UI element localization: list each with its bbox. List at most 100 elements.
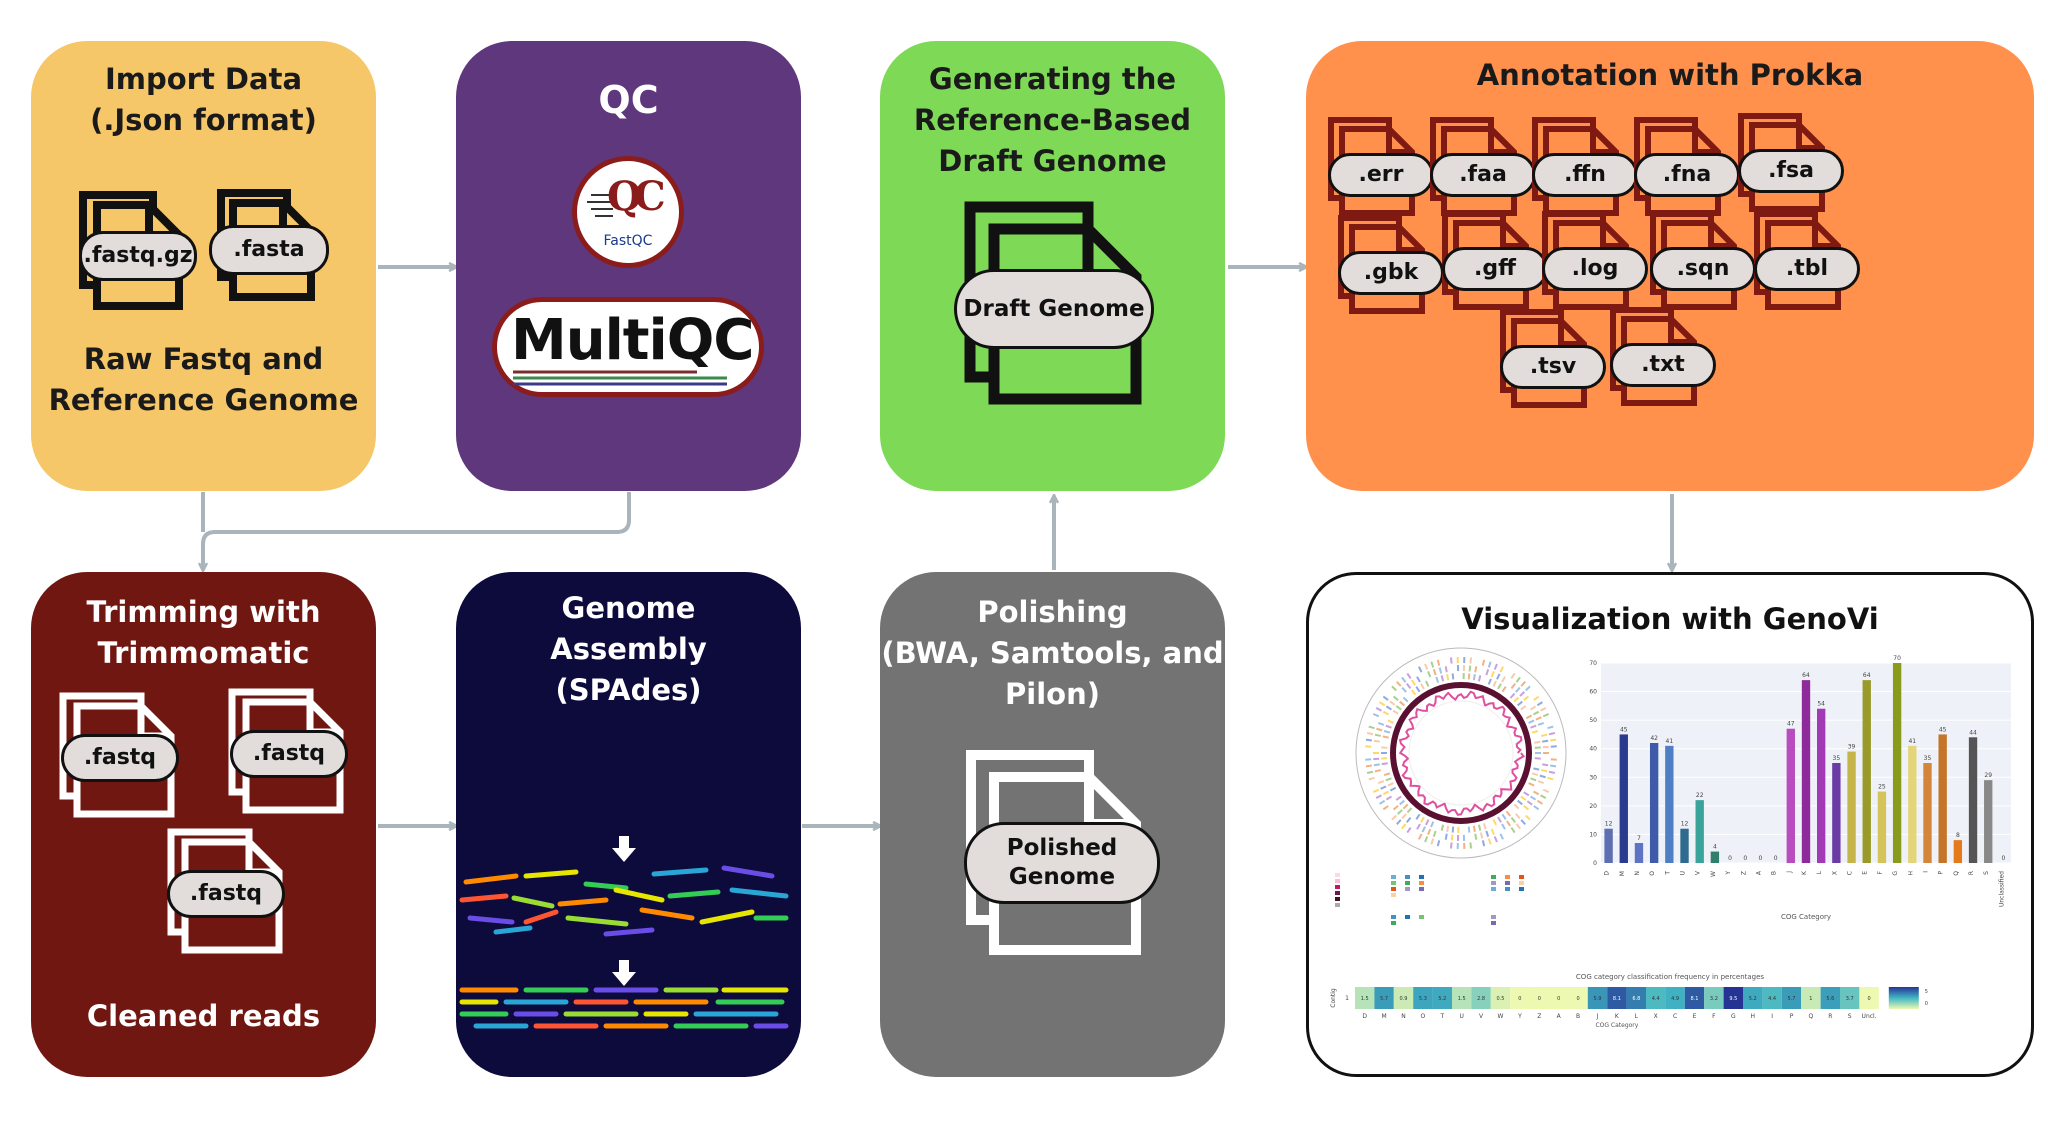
import-caption-line2: Reference Genome [48,383,359,417]
x-tick-label: F [1877,870,1884,874]
draft-title-line2: Reference-Based [913,103,1192,137]
heatmap-cell-value: 6.8 [1632,996,1640,1002]
import-title-line2: (.Json format) [90,103,317,137]
heatmap-cell-value: 1.5 [1458,996,1466,1002]
heatmap-cell-Uncl. [1859,987,1879,1009]
x-tick-label: D [1604,871,1611,876]
x-tick-label: R [1968,871,1975,875]
polished-label-line1: Polished [1006,835,1118,862]
bar-value-label: 4 [1713,844,1717,851]
x-tick-label: B [1771,871,1778,875]
heatmap-cell-X [1646,987,1666,1009]
import-title-line1: Import Data [104,62,303,96]
x-tick-label: E [1862,871,1869,875]
heatmap-cell-M [1374,987,1394,1009]
prokka-title: Annotation with Prokka [1476,58,1864,92]
heatmap-cell-value: 0 [1577,996,1580,1002]
x-tick-label: Unclassified [1998,871,2005,907]
assembly-title-line1: Genome [561,591,696,625]
heatmap-cell-value: 5.7 [1380,996,1388,1002]
bar-H [1908,745,1917,863]
heatmap-cell-value: 0 [1518,996,1521,1002]
prokka-file-label: .faa [1430,153,1536,197]
heatmap-cell-R [1820,987,1840,1009]
file-label-fasta: .fasta [209,225,329,275]
heatmap-cell-D [1355,987,1375,1009]
bar-G [1892,663,1902,863]
polishing-title-line2: (BWA, Samtools, and [881,636,1224,670]
prokka-file-label: .sqn [1650,247,1756,291]
heatmap-x-tick: K [1615,1013,1620,1020]
bar-value-label: 29 [1984,772,1992,779]
bar-D [1604,828,1613,863]
fastq-file-label-3: .fastq [167,870,285,918]
bar-value-label: 39 [1848,744,1856,751]
bar-W [1710,851,1720,863]
heatmap-cell-B [1568,987,1588,1009]
heatmap-cell-K [1607,987,1627,1009]
y-tick-label: 10 [1589,831,1597,838]
heatmap-cell-J [1587,987,1608,1009]
heatmap-x-label: COG Category [1595,1022,1638,1029]
draft-genome-panel: Generating the Reference-Based Draft Gen… [880,41,1225,491]
import-data-panel: Import Data (.Json format) .fastq.gz .fa… [31,41,376,491]
bar-value-label: 0 [1759,855,1763,862]
x-tick-label: Z [1740,871,1747,875]
heatmap-color-scale [1888,987,1919,1009]
heatmap-cell-value: 5.6 [1826,996,1834,1002]
heatmap-x-tick: G [1731,1013,1736,1020]
prokka-file-label: .gbk [1338,251,1444,295]
bar-value-label: 8 [1956,832,1960,839]
heatmap-x-tick: C [1673,1013,1677,1020]
bar-value-label: 64 [1863,672,1871,679]
heatmap-cell-value: 1.5 [1361,996,1369,1002]
heatmap-cell-Q [1801,987,1821,1009]
bar-N [1634,843,1644,863]
heatmap-x-tick: E [1693,1013,1697,1020]
heatmap-x-tick: Z [1537,1013,1541,1020]
heatmap-x-tick: A [1557,1013,1562,1020]
fastq-file-label-1: .fastq [61,734,179,782]
bar-value-label: 70 [1893,655,1901,662]
bar-J [1786,728,1795,863]
heatmap-cell-value: 5.9 [1594,996,1602,1002]
cog-bar-chart: 01020304050607012D45M7N42O41T12U22V4W0Y0… [1589,655,2011,921]
polishing-title-line3: Pilon) [1005,677,1100,711]
bar-L [1817,708,1826,863]
assembly-reads-illustration [459,787,789,1029]
bar-R [1968,737,1978,863]
heatmap-cell-H [1743,987,1763,1009]
polishing-title-line1: Polishing [977,595,1128,629]
trimming-title-line1: Trimming with [86,595,321,629]
bar-value-label: 44 [1969,729,1977,736]
x-tick-label: V [1695,870,1702,875]
fastqc-logo: QC FastQC [572,156,684,268]
y-tick-label: 20 [1589,803,1597,810]
x-tick-label: K [1801,870,1808,875]
multiqc-logo: MultiQC [492,297,764,397]
bar-C [1847,751,1856,863]
heatmap-x-tick: U [1459,1013,1463,1020]
heatmap-cell-value: 9.5 [1729,996,1737,1002]
draft-title-line1: Generating the [928,62,1177,96]
heatmap-y-label: Contig [1330,988,1337,1008]
heatmap-x-tick: Uncl. [1862,1013,1877,1020]
bar-value-label: 41 [1908,738,1916,745]
prokka-annotation-panel: Annotation with Prokka .err.faa.ffn.fna.… [1306,41,2034,491]
heatmap-row-label: 1 [1345,995,1349,1002]
polished-genome-file-label: Polished Genome [964,822,1160,904]
prokka-file-label: .gff [1442,247,1548,291]
heatmap-cell-S [1840,987,1860,1009]
heatmap-cell-Y [1510,987,1530,1009]
bar-S [1984,780,1993,863]
qc-panel: QC QC FastQC MultiQC [456,41,801,491]
bar-value-label: 12 [1605,821,1613,828]
heatmap-cell-L [1626,987,1646,1009]
fastq-file-label-2: .fastq [230,730,348,778]
multiqc-logo-text: MultiQC [511,308,754,373]
bar-value-label: 7 [1637,835,1641,842]
heatmap-cell-O [1413,987,1433,1009]
x-tick-label: C [1847,871,1854,875]
bar-value-label: 35 [1833,755,1841,762]
heatmap-cell-value: 5.2 [1749,996,1757,1002]
